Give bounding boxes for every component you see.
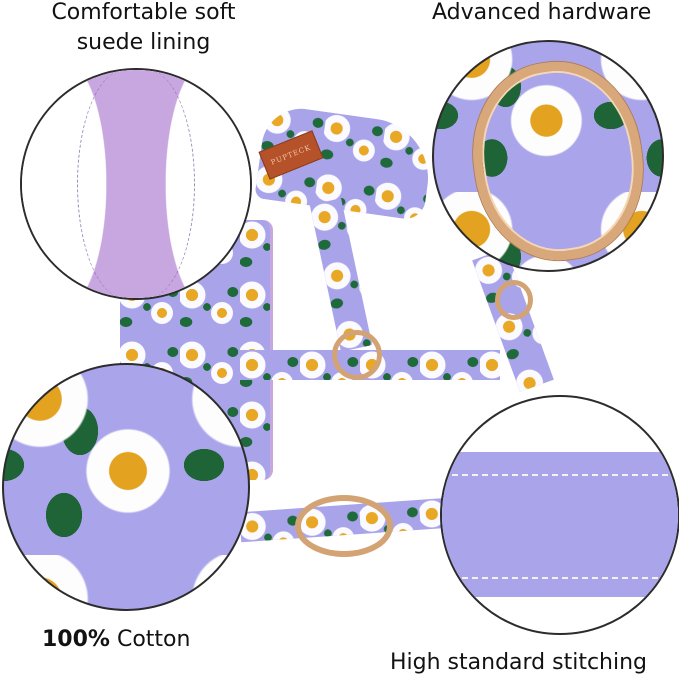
o-ring — [332, 330, 382, 380]
suede-label-line2: suede lining — [76, 30, 211, 55]
floral-fabric-icon — [4, 365, 248, 609]
cotton-percent: 100% — [42, 627, 110, 652]
suede-fabric-icon — [22, 70, 250, 298]
stitching-label: High standard stitching — [390, 650, 648, 675]
stitching-callout — [440, 395, 679, 635]
harness-center-strap — [309, 198, 373, 352]
metal-buckle-icon — [461, 51, 655, 270]
top-stitch-line — [442, 474, 678, 476]
stitched-strap-icon — [442, 452, 678, 597]
d-ring — [495, 280, 533, 320]
slide-buckle — [295, 495, 393, 557]
bottom-stitch-line — [442, 577, 678, 579]
hardware-callout — [432, 40, 664, 272]
hardware-label: Advanced hardware — [432, 0, 652, 25]
cotton-word: Cotton — [109, 627, 191, 652]
cotton-label: 100% Cotton — [42, 625, 190, 655]
suede-lining-callout — [20, 68, 252, 300]
suede-lining-label: Comfortable soft suede lining — [36, 0, 251, 58]
suede-label-line1: Comfortable soft — [51, 0, 236, 25]
cotton-callout — [2, 363, 250, 611]
